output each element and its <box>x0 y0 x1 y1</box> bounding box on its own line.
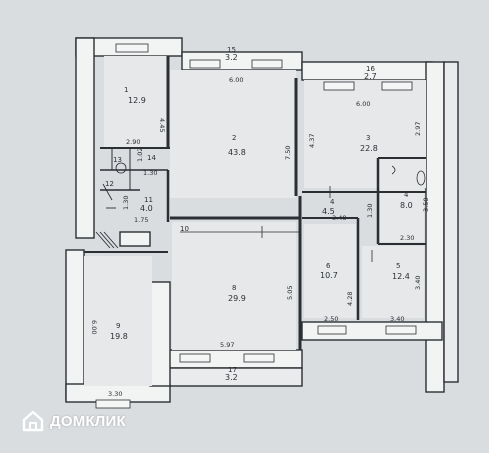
room-number-10: 10 <box>180 225 189 233</box>
room-labels: 1 12.9 2 43.8 3 22.8 4 8.0 4 4.5 5 12.4 … <box>105 46 413 382</box>
dim-label: 1.30 <box>143 169 157 177</box>
dim-label: 3.40 <box>414 276 422 290</box>
room-number-4: 4 <box>404 191 409 199</box>
dim-label: 6.00 <box>229 76 243 84</box>
dim-label: 7.50 <box>284 146 292 160</box>
room-number-12: 12 <box>105 180 114 188</box>
room-area-6: 10.7 <box>320 271 338 280</box>
room-number-8: 8 <box>232 284 236 292</box>
interior-walls <box>84 56 426 350</box>
dim-label: 4.37 <box>308 134 316 148</box>
sanitary-fixtures <box>102 162 426 209</box>
dim-label: 2.90 <box>126 138 140 146</box>
room-number-16: 16 <box>366 65 375 73</box>
dim-label: 1.02 <box>136 148 144 162</box>
room-area-9: 19.8 <box>110 332 128 341</box>
room-number-11: 11 <box>144 196 153 204</box>
room-number-1: 1 <box>124 86 128 94</box>
dim-label: 2.50 <box>324 315 338 323</box>
domclick-watermark: ДОМКЛИК <box>22 410 126 432</box>
room-area-16: 2.7 <box>364 72 377 81</box>
room-area-11: 4.0 <box>140 204 153 213</box>
room-number-14: 14 <box>147 154 156 162</box>
room-number-17: 17 <box>228 366 237 374</box>
dim-label: 1.30 <box>366 204 374 218</box>
dim-label: 2.30 <box>400 234 414 242</box>
room-area-15: 3.2 <box>225 53 238 62</box>
dim-label: 1.75 <box>134 216 148 224</box>
dim-label: 4.28 <box>346 292 354 306</box>
room-area-2: 43.8 <box>228 148 246 157</box>
room-number-15: 15 <box>227 46 236 54</box>
dim-label: 5.05 <box>286 286 294 300</box>
room-area-1: 12.9 <box>128 96 146 105</box>
dim-label: 6.00 <box>356 100 370 108</box>
room-area-5: 12.4 <box>392 272 410 281</box>
dimension-labels: 6.00 6.00 4.45 2.90 7.50 4.37 2.97 1.02 … <box>90 76 430 398</box>
room-area-17: 3.2 <box>225 373 238 382</box>
dim-label: 3.48 <box>332 214 346 222</box>
room-area-4b: 4.5 <box>322 207 335 216</box>
room-number-13: 13 <box>113 156 122 164</box>
room-area-3: 22.8 <box>360 144 378 153</box>
dim-label: 6.00 <box>90 320 98 334</box>
room-number-4b: 4 <box>330 198 335 206</box>
dim-label: 3.50 <box>422 198 430 212</box>
dim-label: 3.40 <box>390 315 404 323</box>
room-number-2: 2 <box>232 134 236 142</box>
dim-label: 5.97 <box>220 341 234 349</box>
wall-hatching <box>95 231 119 249</box>
dim-label: 4.45 <box>158 118 166 132</box>
room-number-9: 9 <box>116 322 120 330</box>
brand-name: ДОМКЛИК <box>50 412 126 430</box>
dim-label: 3.30 <box>108 390 122 398</box>
room-area-8: 29.9 <box>228 294 246 303</box>
house-logo-icon <box>22 410 44 432</box>
dim-label: 2.97 <box>414 122 422 136</box>
dim-label: 1.30 <box>122 196 130 210</box>
windows <box>95 43 417 409</box>
room-area-4: 8.0 <box>400 201 413 210</box>
room-number-5: 5 <box>396 262 400 270</box>
room-number-3: 3 <box>366 134 370 142</box>
room-number-6: 6 <box>326 262 331 270</box>
room-fills <box>84 56 426 386</box>
